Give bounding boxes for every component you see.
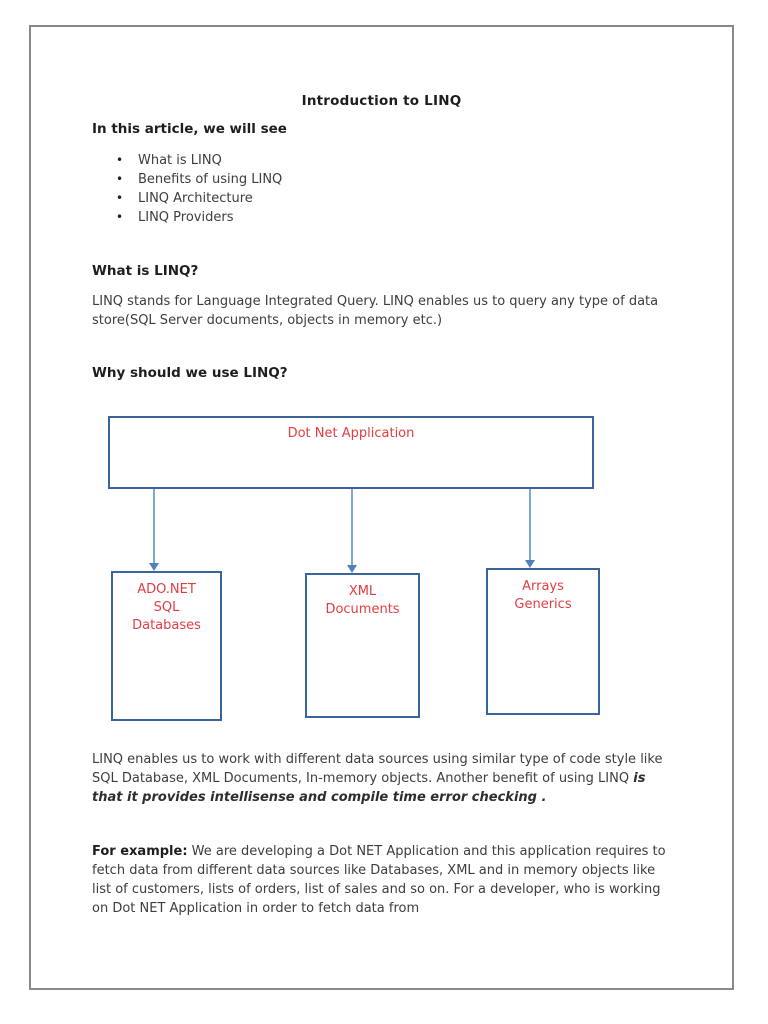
document-title: Introduction to LINQ [301,93,462,109]
arrow-head-icon [525,560,535,568]
paragraph-what-is-linq: LINQ stands for Language Integrated Quer… [92,294,659,328]
benefits-text: LINQ enables us to work with different d… [92,752,663,786]
section-heading-why-use-linq: Why should we use LINQ? [92,365,288,381]
diagram-arrow-down-icon [347,489,357,573]
example-text: We are developing a Dot NET Application … [92,844,666,916]
example-label: For example: [92,844,188,859]
bullet-icon: • [116,191,124,205]
list-item: • LINQ Architecture [116,189,536,208]
arrow-line [529,489,531,560]
diagram-root-box: Dot Net Application [108,416,594,489]
list-item: • Benefits of using LINQ [116,170,536,189]
paragraph-example: For example: We are developing a Dot NET… [92,842,670,918]
arrow-head-icon [149,563,159,571]
document-page: Introduction to LINQ In this article, we… [29,25,734,990]
bullet-icon: • [116,172,124,186]
bullet-list: • What is LINQ • Benefits of using LINQ … [116,151,536,227]
paragraph-benefits: LINQ enables us to work with different d… [92,750,670,807]
bullet-icon: • [116,153,124,167]
arrow-head-icon [347,565,357,573]
diagram-arrow-down-icon [149,489,159,571]
diagram-arrow-down-icon [525,489,535,568]
list-item-label: What is LINQ [138,153,222,168]
arrow-line [351,489,353,565]
list-item-label: Benefits of using LINQ [138,172,283,187]
list-item: • LINQ Providers [116,208,536,227]
list-item-label: LINQ Providers [138,210,234,225]
benefits-emphasis-text: is that it provides intellisense and com… [92,771,646,805]
diagram-box-arrays-generics: Arrays Generics [486,568,600,715]
intro-heading: In this article, we will see [92,121,287,137]
list-item: • What is LINQ [116,151,536,170]
diagram-box-ado-net: ADO.NET SQL Databases [111,571,222,721]
bullet-icon: • [116,210,124,224]
arrow-line [153,489,155,563]
diagram-root-label: Dot Net Application [287,426,415,441]
list-item-label: LINQ Architecture [138,191,253,206]
section-heading-what-is-linq: What is LINQ? [92,263,199,279]
diagram-box-xml-documents: XML Documents [305,573,420,718]
